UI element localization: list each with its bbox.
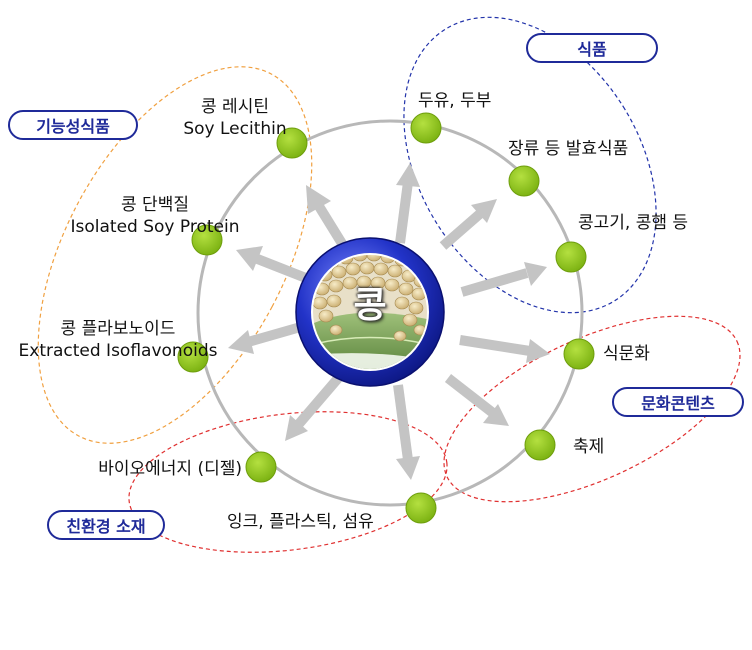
node-materials — [405, 492, 437, 524]
nodes — [177, 112, 595, 524]
label-materials: 잉크, 플라스틱, 섬유 — [227, 512, 374, 532]
node-soymilk — [410, 112, 442, 144]
orbit-ring — [196, 119, 584, 507]
label-lecithin-en: Soy Lecithin — [183, 119, 287, 139]
food-region — [403, 16, 657, 314]
label-protein-ko: 콩 단백질 — [121, 195, 189, 215]
arrow-soymilk — [395, 163, 420, 244]
arrow-fermented — [439, 199, 497, 250]
node-protein — [191, 224, 223, 256]
arrow-isoflavone — [228, 321, 306, 354]
arrow-lecithin — [306, 185, 351, 253]
eco-region — [128, 411, 448, 553]
node-soymeat — [555, 241, 587, 273]
label-protein: 콩 단백질 Isolated Soy Protein — [50, 194, 260, 238]
center-label: 콩 — [353, 285, 387, 326]
category-culture: 문화콘텐츠 — [612, 387, 744, 417]
functional-region — [37, 66, 313, 444]
label-fermented: 장류 등 발효식품 — [508, 139, 629, 159]
node-isoflavone — [177, 341, 209, 373]
label-isoflavone-ko: 콩 플라보노이드 — [60, 319, 176, 339]
label-isoflavone: 콩 플라보노이드 Extracted Isoflavonoids — [0, 318, 236, 362]
arrow-festival — [444, 374, 509, 426]
label-festival: 축제 — [573, 437, 605, 457]
label-foodculture: 식문화 — [603, 344, 650, 364]
arrow-bioenergy — [285, 372, 344, 441]
arrows — [228, 163, 550, 480]
node-lecithin — [276, 127, 308, 159]
arrow-soymeat — [460, 262, 547, 297]
label-soymilk: 두유, 두부 — [418, 91, 492, 111]
arrow-foodculture — [459, 335, 550, 363]
label-bioenergy: 바이오에너지 (디젤) — [98, 459, 242, 479]
label-lecithin-ko: 콩 레시틴 — [201, 97, 269, 117]
node-fermented — [508, 165, 540, 197]
node-foodculture — [563, 338, 595, 370]
category-eco: 친환경 소재 — [47, 510, 165, 540]
label-soymeat: 콩고기, 콩햄 등 — [578, 213, 689, 233]
arrow-protein — [236, 246, 318, 287]
arrow-materials — [393, 384, 420, 480]
node-festival — [524, 429, 556, 461]
category-food: 식품 — [526, 33, 658, 63]
node-bioenergy — [245, 451, 277, 483]
culture-region — [443, 315, 741, 503]
label-lecithin: 콩 레시틴 Soy Lecithin — [150, 96, 320, 140]
label-protein-en: Isolated Soy Protein — [70, 217, 240, 237]
label-isoflavone-en: Extracted Isoflavonoids — [18, 341, 218, 361]
center-soybean-image — [295, 237, 445, 387]
category-functional: 기능성식품 — [8, 110, 138, 140]
